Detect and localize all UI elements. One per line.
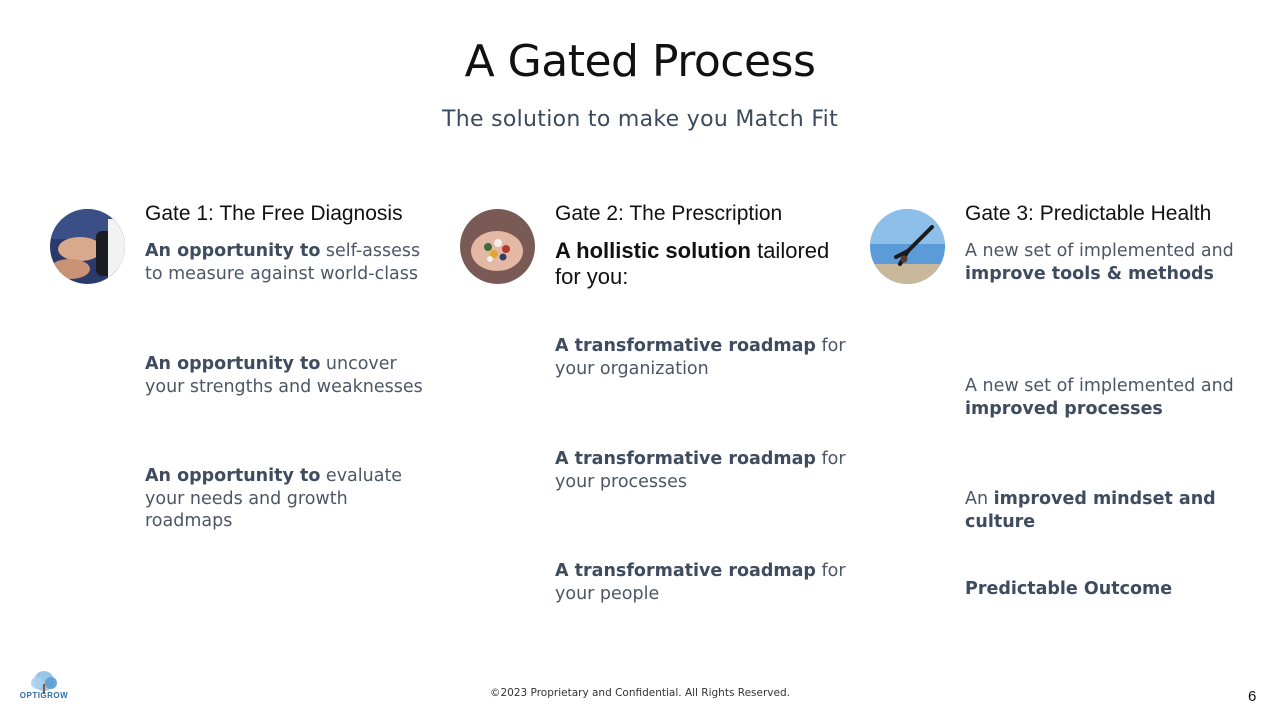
gate-2-item-3: A transformative roadmap for your people <box>555 561 846 604</box>
page-number: 6 <box>1248 688 1257 705</box>
pills-in-hands-photo <box>460 209 535 284</box>
slide-subtitle: The solution to make you Match Fit <box>441 107 839 132</box>
gate-3-item-1: A new set of implemented and improve too… <box>965 241 1234 284</box>
gate-1-item-3: An opportunity to evaluate your needs an… <box>145 466 403 531</box>
gate-2-item-2: A transformative roadmap for your proces… <box>555 449 846 492</box>
gate-1-title: Gate 1: The Free Diagnosis <box>145 202 403 225</box>
gate-1-item-2: An opportunity to uncover your strengths… <box>145 354 423 397</box>
gate-3-title: Gate 3: Predictable Health <box>965 202 1212 225</box>
gate-2-intro: A hollistic solution tailored for you: <box>555 238 830 289</box>
tree-logo-icon <box>31 671 57 694</box>
gate-3-item-2: A new set of implemented and improved pr… <box>965 376 1234 419</box>
blood-pressure-photo <box>50 209 125 284</box>
footer-copyright: ©2023 Proprietary and Confidential. All … <box>490 687 790 699</box>
gate-3-item-4: Predictable Outcome <box>965 579 1173 599</box>
gate-3-item-3: An improved mindset and culture <box>965 489 1216 532</box>
gate-1-item-1: An opportunity to self-assess to measure… <box>145 241 421 284</box>
gate-2-title: Gate 2: The Prescription <box>555 202 783 225</box>
gate-2-item-1: A transformative roadmap for your organi… <box>555 336 846 379</box>
logo-wordmark: OPTIGROW <box>19 691 69 700</box>
slide-title: A Gated Process <box>464 36 816 87</box>
yoga-pose-photo <box>870 209 945 284</box>
